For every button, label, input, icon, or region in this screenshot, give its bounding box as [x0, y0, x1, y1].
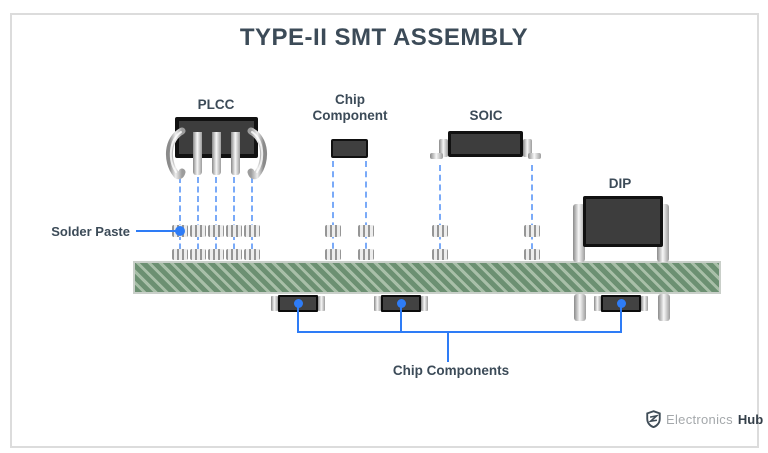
guide-dashed-line-plcc	[251, 177, 253, 259]
soic-lead-right	[523, 139, 532, 157]
dip-leg-left-below-board	[574, 294, 586, 321]
plcc-lead	[193, 132, 202, 175]
soic-label: SOIC	[469, 108, 503, 123]
electronics-hub-logo: Electronics Hub	[646, 410, 763, 428]
dip-body	[583, 196, 663, 247]
smd-chip-marker-dot	[293, 298, 303, 308]
smd-chip-cap	[594, 296, 601, 311]
shield-icon	[646, 410, 661, 428]
chip-component-label: Chip Component	[312, 92, 388, 123]
chip-connector-vertical	[400, 306, 402, 333]
solder-paste-label: Solder Paste	[51, 224, 130, 239]
plcc-label: PLCC	[197, 97, 235, 112]
chip-components-label: Chip Components	[392, 363, 510, 378]
chip-connector-stem	[447, 331, 449, 362]
smd-chip-cap	[374, 296, 381, 311]
solder-paste-blob-row2	[432, 249, 448, 260]
chip-connector-vertical	[297, 306, 299, 333]
guide-dashed-line-chip-component	[332, 161, 334, 259]
solder-paste-blob-row1	[208, 225, 224, 237]
solder-paste-pointer-dot	[175, 226, 185, 236]
solder-paste-blob-row1	[190, 225, 206, 237]
guide-dashed-line-soic	[531, 165, 533, 259]
chip-component-body	[331, 139, 368, 158]
dip-label: DIP	[608, 176, 632, 191]
pcb-board	[133, 261, 721, 294]
solder-paste-blob-row2	[190, 249, 206, 260]
solder-paste-blob-row1	[358, 225, 374, 237]
solder-paste-blob-row1	[432, 225, 448, 237]
solder-paste-blob-row1	[244, 225, 260, 237]
smd-chip-cap	[641, 296, 648, 311]
soic-body	[448, 131, 523, 157]
solder-paste-blob-row2	[244, 249, 260, 260]
soic-lead-left	[439, 139, 448, 157]
solder-paste-blob-row2	[226, 249, 242, 260]
brand-name-bold: Hub	[737, 411, 764, 427]
chip-connector-vertical	[620, 306, 622, 333]
guide-dashed-line-plcc	[179, 177, 181, 259]
solder-paste-blob-row2	[172, 249, 188, 260]
smd-chip-cap	[421, 296, 428, 311]
smd-chip-marker-dot	[616, 298, 626, 308]
solder-paste-blob-row2	[325, 249, 341, 260]
plcc-j-lead-left	[166, 127, 186, 180]
solder-paste-blob-row2	[208, 249, 224, 260]
guide-dashed-line-plcc	[233, 177, 235, 259]
solder-paste-blob-row1	[325, 225, 341, 237]
solder-paste-blob-row1	[226, 225, 242, 237]
solder-paste-blob-row1	[524, 225, 540, 237]
solder-paste-blob-row2	[358, 249, 374, 260]
guide-dashed-line-chip-component	[365, 161, 367, 259]
smd-chip-cap	[318, 296, 325, 311]
solder-paste-pointer-line	[136, 230, 178, 232]
dip-leg-left	[573, 204, 585, 262]
chip-connector-horizontal	[297, 331, 622, 333]
smd-chip-marker-dot	[396, 298, 406, 308]
plcc-j-lead-right	[247, 127, 267, 180]
solder-paste-blob-row2	[524, 249, 540, 260]
guide-dashed-line-plcc	[215, 177, 217, 259]
guide-dashed-line-soic	[439, 165, 441, 259]
dip-leg-right-below-board	[658, 294, 670, 321]
smd-chip-cap	[271, 296, 278, 311]
diagram-title: TYPE-II SMT ASSEMBLY	[239, 24, 529, 51]
soic-lead-foot-left	[430, 153, 443, 159]
soic-lead-foot-right	[528, 153, 541, 159]
brand-name-light: Electronics	[666, 411, 733, 427]
plcc-lead	[231, 132, 240, 175]
plcc-lead	[212, 132, 221, 175]
guide-dashed-line-plcc	[197, 177, 199, 259]
